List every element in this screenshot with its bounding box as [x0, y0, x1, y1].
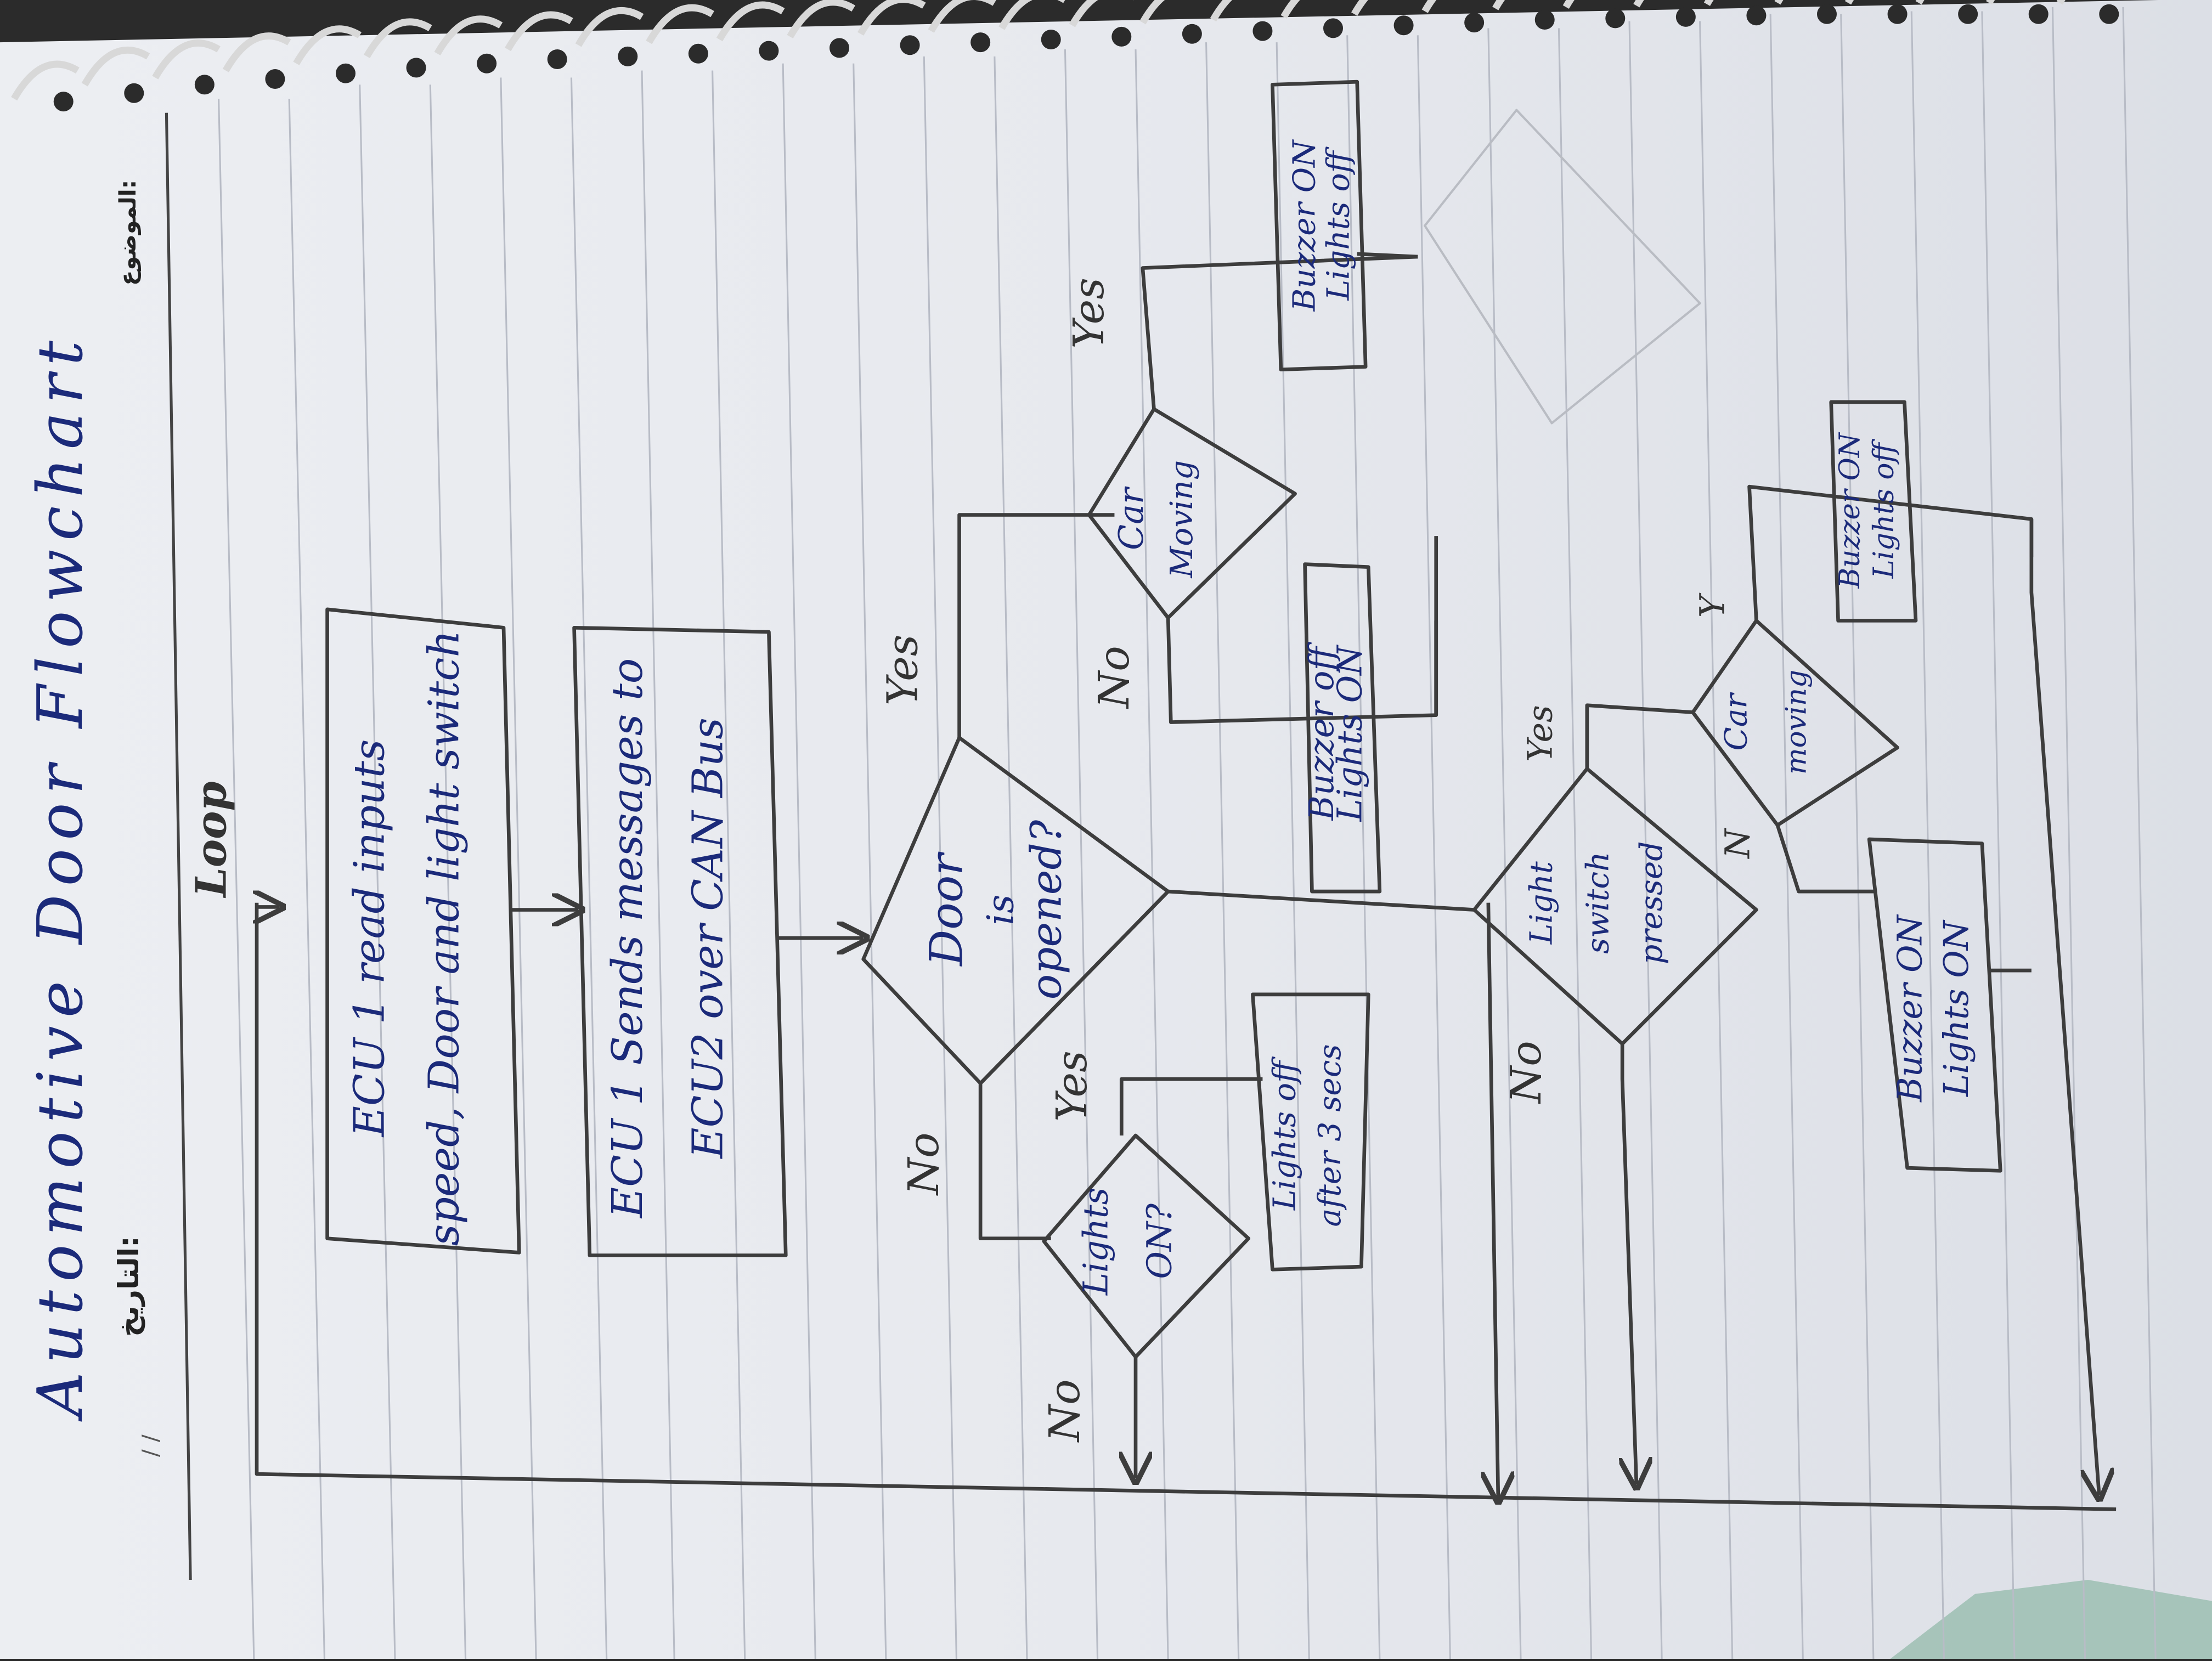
action-box-buzzer-on-lights-off-bottom — [1829, 400, 1918, 623]
action-box-lights-off-delay — [1251, 992, 1370, 1272]
send-messages-line-2: ECU2 over CAN Bus — [684, 717, 733, 1160]
decision-lights-on — [1042, 1133, 1251, 1359]
connector-car2-no — [1775, 824, 1877, 894]
read-inputs-line-2: speed, Door and light switch — [420, 630, 469, 1246]
flowchart-text: ECU 1 read inputs speed, Door and light … — [345, 139, 1976, 1296]
action-box-buzzer-off-lights-on — [1303, 562, 1382, 894]
date-label: التاريخ: — [112, 1236, 145, 1337]
process-box-read-inputs — [325, 607, 521, 1255]
car-moving-1-text-2: Moving — [1164, 460, 1200, 579]
buzzer-on-lights-off-bottom-text-2: Lights off — [1867, 439, 1900, 579]
label-car1-no: No — [1090, 646, 1139, 709]
label-door-yes: Yes — [878, 635, 927, 705]
return-line-a — [1488, 902, 1498, 1498]
label-car2-n: N — [1718, 828, 1758, 860]
label-car2-y: Y — [1692, 592, 1732, 618]
date-value: / / — [137, 1434, 163, 1457]
buzzer-off-lights-on-text-1: Buzzer off — [1302, 642, 1341, 821]
door-text-1: Door — [921, 851, 973, 967]
light-switch-text-3: pressed — [1633, 841, 1669, 964]
erased-sketch-diamond — [1424, 109, 1701, 425]
label-switch-yes: Yes — [1521, 705, 1560, 762]
branch-labels: Yes No Yes No Yes No Yes No Y N — [878, 278, 1757, 1443]
lights-on-text-2: ON? — [1139, 1203, 1179, 1279]
car-moving-1-text-1: Car — [1111, 486, 1151, 550]
process-box-send-messages — [572, 625, 788, 1257]
door-text-2: is — [979, 895, 1022, 925]
spiral-holes — [53, 4, 2119, 112]
lights-off-delay-text-1: Lights off — [1267, 1056, 1303, 1211]
action-box-buzzer-on-lights-on — [1867, 837, 2002, 1173]
lights-off-delay-text-2: after 3 secs — [1312, 1044, 1348, 1227]
connector-door-no — [978, 1083, 1051, 1241]
connector-top-box-join — [1357, 252, 1418, 259]
buzzer-off-lights-on-text-2: Lights ON — [1330, 645, 1369, 822]
connector-door-yes — [957, 513, 1115, 738]
decision-car-moving-2 — [1691, 619, 1899, 827]
buzzer-on-lights-off-top-text-1: Buzzer ON — [1286, 139, 1323, 312]
label-lights-yes: Yes — [1047, 1050, 1097, 1121]
decision-light-switch-pressed — [1472, 767, 1758, 1046]
connector-car1-yes — [1141, 255, 1418, 409]
return-line-right — [2029, 519, 2099, 1495]
header-rule — [165, 112, 192, 1580]
buzzer-on-lights-on-text-1: Buzzer ON — [1890, 914, 1929, 1102]
loop-label: Loop — [187, 781, 236, 898]
decision-car-moving-1 — [1087, 407, 1297, 620]
connector-lights-yes — [1119, 1077, 1263, 1135]
connector-switch-yes — [1585, 703, 1693, 769]
buzzer-on-lights-off-bottom-text-1: Buzzer ON — [1833, 432, 1866, 589]
lights-on-text-1: Lights — [1076, 1188, 1116, 1296]
page-corner-pattern — [1890, 1580, 2212, 1659]
label-switch-no: No — [1502, 1041, 1551, 1104]
action-box-buzzer-on-lights-off-top — [1271, 80, 1368, 372]
page-title: Automotive Door Flowchart — [24, 332, 97, 1422]
car-moving-2-text-2: moving — [1780, 670, 1813, 775]
car-moving-2-text-1: Car — [1718, 692, 1754, 751]
flowchart — [257, 80, 2117, 1511]
light-switch-text-1: Light — [1523, 861, 1560, 945]
label-lights-no: No — [1040, 1379, 1090, 1443]
subject-label: الموضوع: — [115, 180, 142, 286]
label-car1-yes: Yes — [1064, 278, 1114, 348]
read-inputs-line-1: ECU 1 read inputs — [345, 739, 394, 1138]
connector-door-to-switch — [1167, 889, 1475, 912]
door-text-3: opened? — [1022, 820, 1071, 999]
connector-switch-no — [1622, 1043, 1637, 1484]
label-door-no: No — [899, 1132, 949, 1196]
spiral-binding — [11, 0, 2066, 101]
send-messages-line-1: ECU 1 Sends messages to — [603, 658, 652, 1219]
buzzer-on-lights-off-top-text-2: Lights off — [1320, 146, 1356, 301]
light-switch-text-2: switch — [1579, 852, 1616, 954]
ruled-lines — [218, 7, 2157, 1659]
buzzer-on-lights-on-text-2: Lights ON — [1937, 919, 1976, 1097]
